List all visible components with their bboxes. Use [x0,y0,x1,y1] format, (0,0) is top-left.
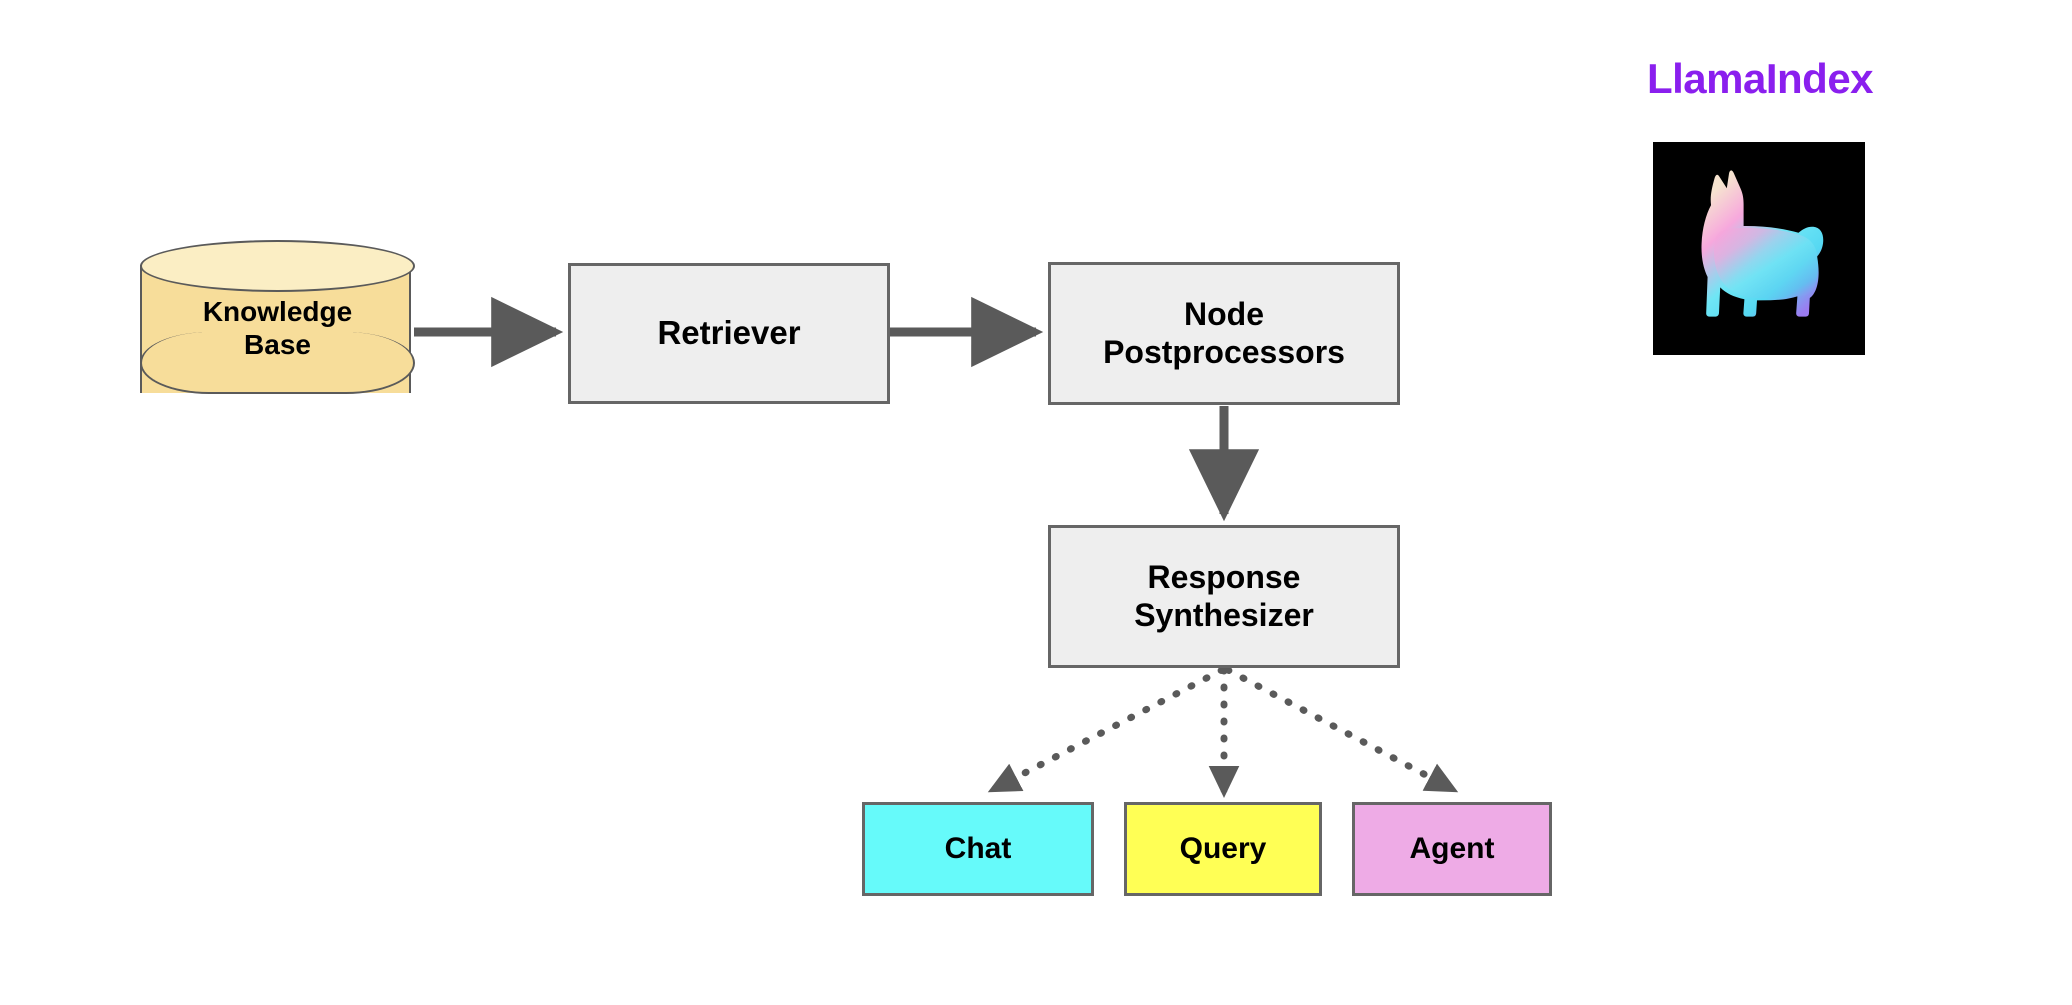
node-query-label: Query [1179,832,1267,866]
node-knowledge-base[interactable]: Knowledge Base [140,240,415,420]
node-response-synthesizer[interactable]: Response Synthesizer [1048,525,1400,668]
node-retriever[interactable]: Retriever [568,263,890,404]
cylinder-bottom [140,332,415,394]
edge-response-synthesizer-to-chat [987,666,1226,793]
node-node-postprocessors-label: Node Postprocessors [1103,295,1345,370]
node-node-postprocessors[interactable]: Node Postprocessors [1048,262,1400,405]
node-agent-label: Agent [1409,832,1495,866]
node-response-synthesizer-label: Response Synthesizer [1134,558,1314,633]
cylinder-top [140,240,415,292]
edge-response-synthesizer-to-agent [1224,666,1459,793]
node-chat[interactable]: Chat [862,802,1094,896]
llama-logo [1653,142,1865,355]
node-retriever-label: Retriever [657,314,801,352]
llama-icon [1653,142,1865,355]
node-chat-label: Chat [944,832,1012,866]
llamaindex-title: LlamaIndex [1646,55,1874,102]
node-query[interactable]: Query [1124,802,1322,896]
node-agent[interactable]: Agent [1352,802,1552,896]
